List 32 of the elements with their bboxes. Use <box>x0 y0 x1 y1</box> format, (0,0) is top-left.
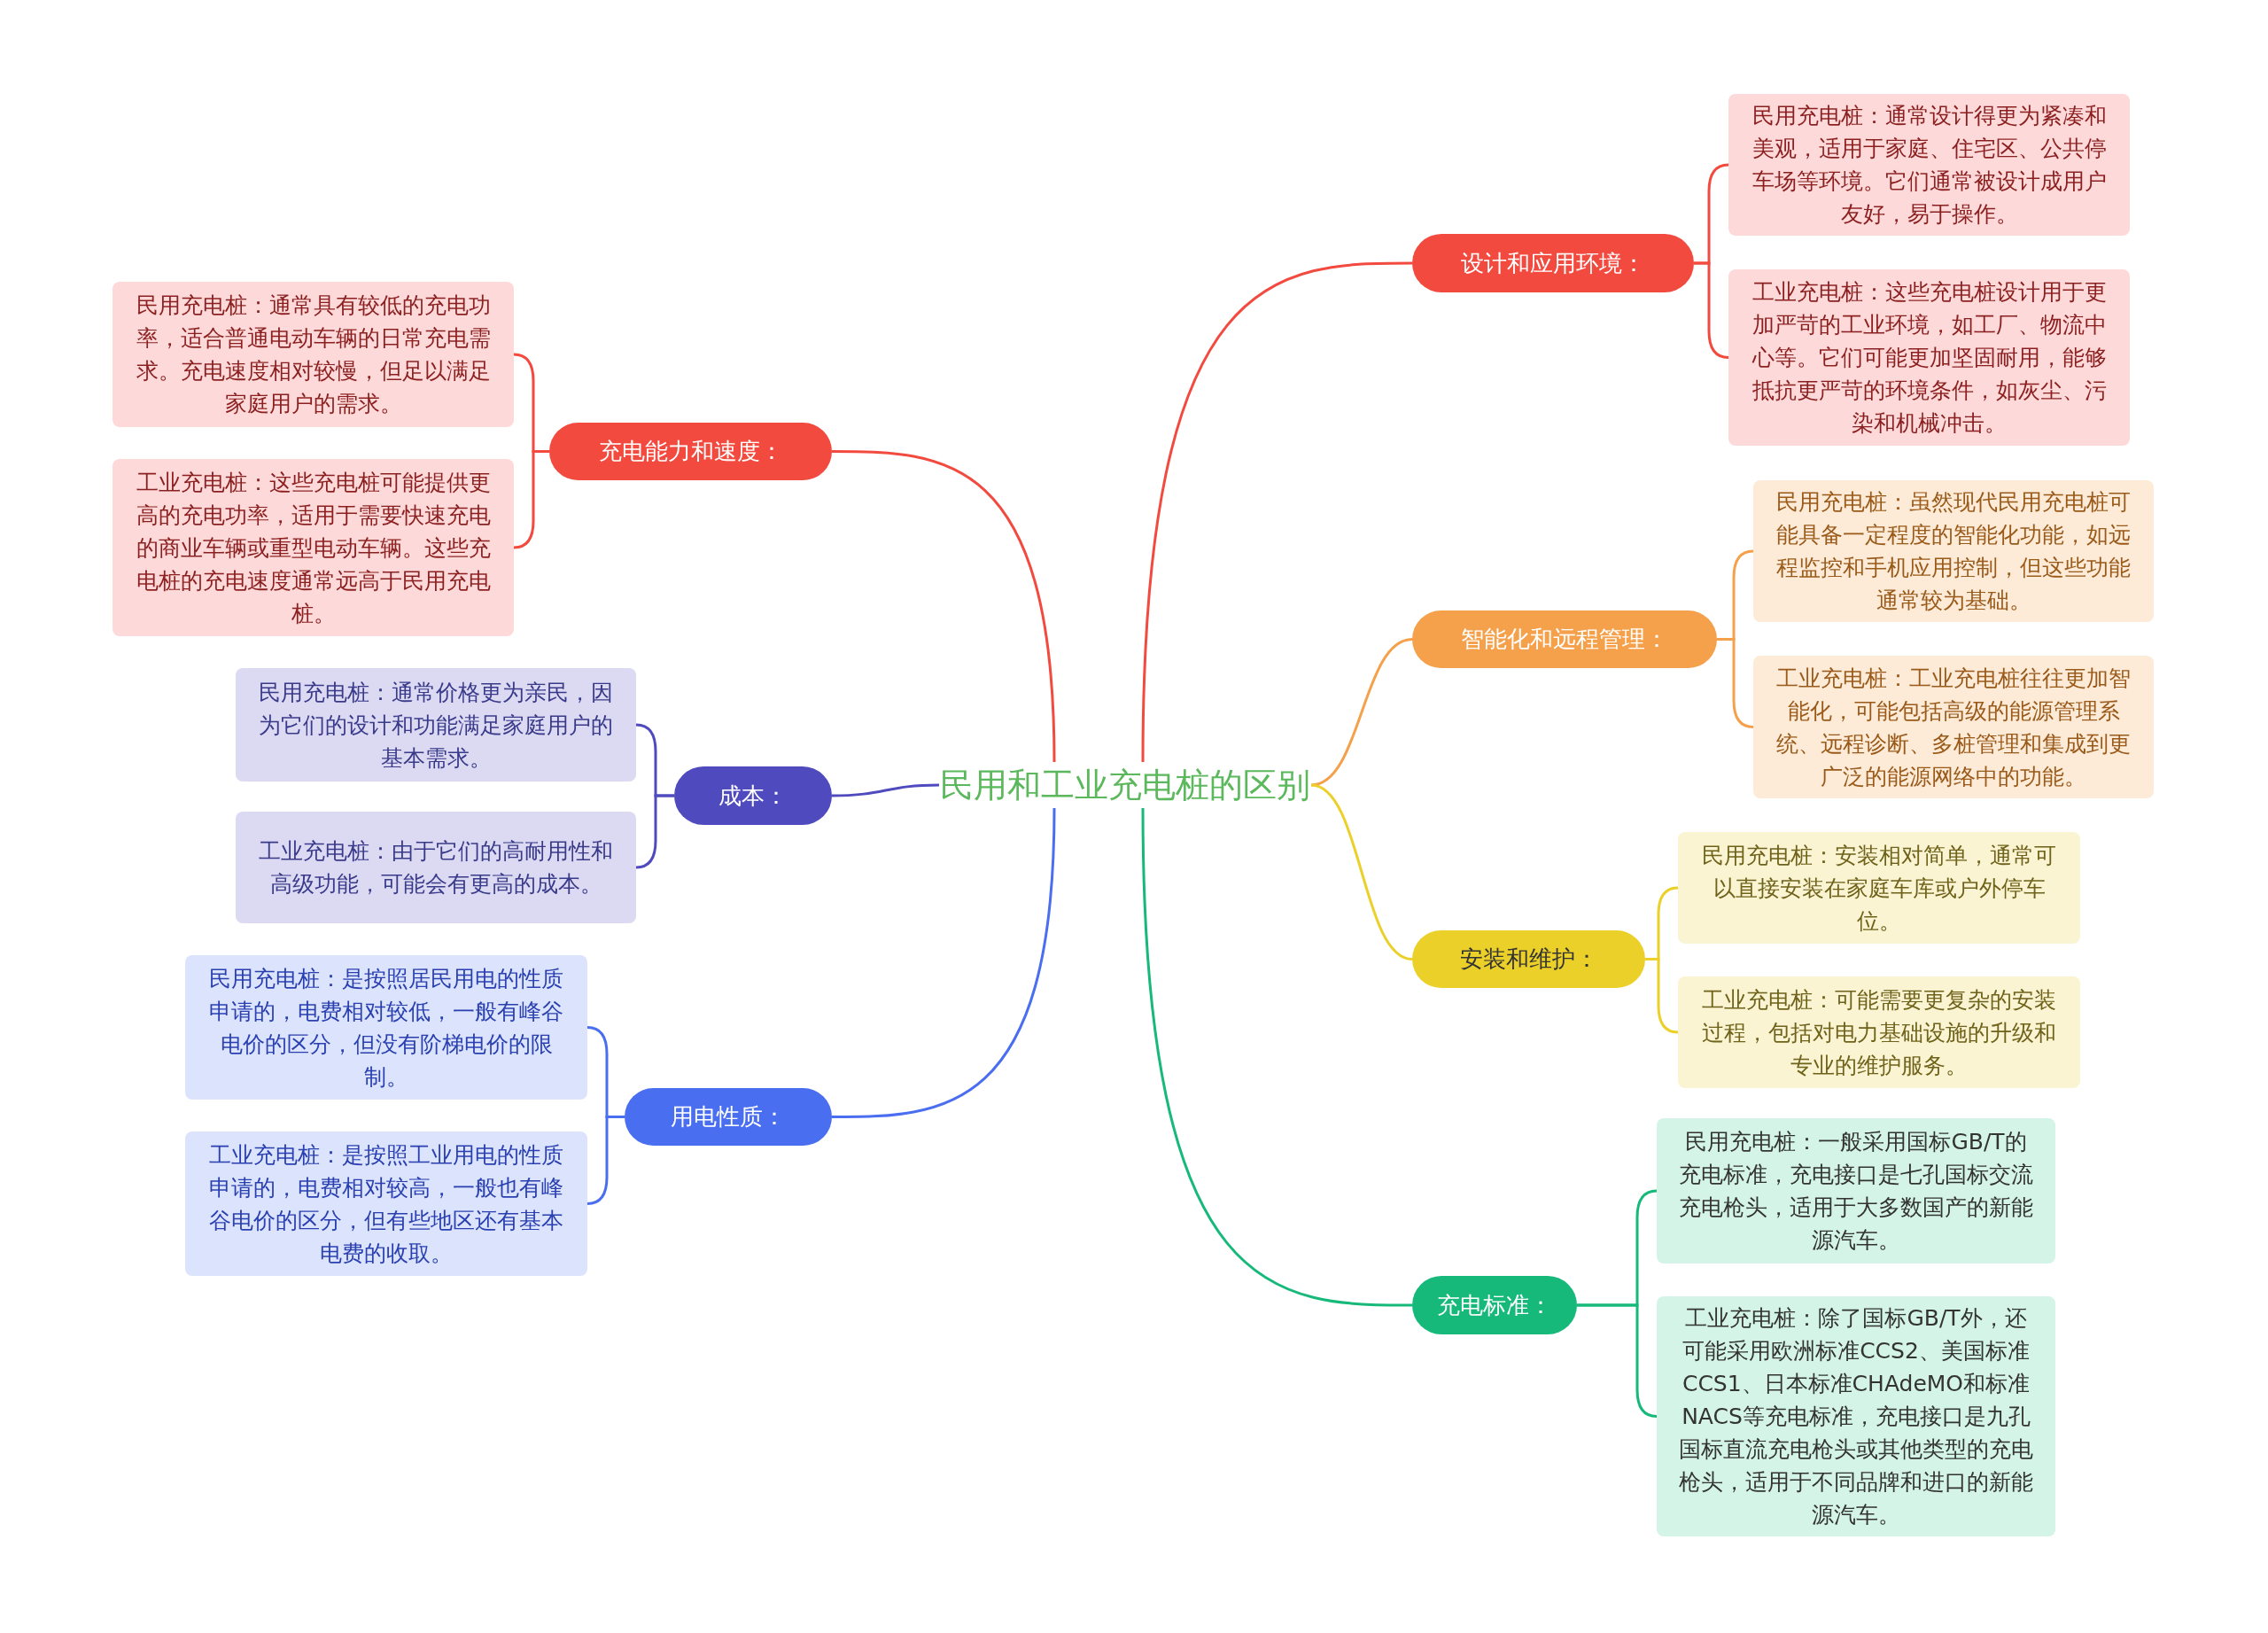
branch-topic: 用电性质： <box>625 1088 832 1146</box>
detail-card: 民用充电桩：虽然现代民用充电桩可能具备一定程度的智能化功能，如远程监控和手机应用控制，但这些功能通常较为基础。 <box>1753 480 2154 622</box>
branch-topic: 成本： <box>674 766 832 825</box>
detail-card: 工业充电桩：这些充电桩可能提供更高的充电功率，适用于需要快速充电的商业车辆或重型电动车辆。这些充电桩的充电速度通常远高于民用充电桩。 <box>113 459 514 636</box>
detail-card: 民用充电桩：通常设计得更为紧凑和美观，适用于家庭、住宅区、公共停车场等环境。它们通常被设计成用户友好，易于操作。 <box>1728 94 2130 236</box>
detail-card: 民用充电桩：通常具有较低的充电功率，适合普通电动车辆的日常充电需求。充电速度相对较慢，但足以满足家庭用户的需求。 <box>113 282 514 427</box>
detail-card: 民用充电桩：一般采用国标GB/T的充电标准，充电接口是七孔国标交流充电枪头，适用于大多数国产的新能源汽车。 <box>1657 1118 2055 1264</box>
detail-card: 民用充电桩：安装相对简单，通常可以直接安装在家庭车库或户外停车位。 <box>1678 832 2080 944</box>
detail-card: 工业充电桩：由于它们的高耐用性和高级功能，可能会有更高的成本。 <box>236 812 636 923</box>
connector-line <box>1141 261 1412 763</box>
connector-line <box>831 783 940 797</box>
connector-line <box>1717 638 1754 728</box>
connector-line <box>513 450 549 549</box>
connector-line <box>832 807 1056 1118</box>
branch-topic: 智能化和远程管理： <box>1412 610 1717 668</box>
detail-card: 工业充电桩：这些充电桩设计用于更加严苛的工业环境，如工厂、物流中心等。它们可能更加坚固耐用，能够抵抗更严苛的环境条件，如灰尘、污染和机械冲击。 <box>1728 269 2130 446</box>
connector-line <box>1310 638 1413 787</box>
connector-line <box>1141 807 1412 1307</box>
branch-topic: 安装和维护： <box>1412 930 1645 988</box>
detail-card: 工业充电桩：工业充电桩往往更加智能化，可能包括高级的能源管理系统、远程诊断、多桩管理和集成到更广泛的能源网络中的功能。 <box>1753 656 2154 798</box>
branch-topic: 充电标准： <box>1412 1276 1577 1334</box>
central-topic: 民用和工业充电桩的区别 <box>939 762 1311 808</box>
connector-line <box>832 450 1056 763</box>
detail-card: 民用充电桩：通常价格更为亲民，因为它们的设计和功能满足家庭用户的基本需求。 <box>236 668 636 782</box>
detail-card: 工业充电桩：可能需要更复杂的安装过程，包括对电力基础设施的升级和专业的维护服务。 <box>1678 976 2080 1088</box>
connector-line <box>1310 783 1413 960</box>
detail-card: 工业充电桩：是按照工业用电的性质申请的，电费相对较高，一般也有峰谷电价的区分，但有些地区还有基本电费的收取。 <box>185 1131 587 1276</box>
branch-topic: 充电能力和速度： <box>549 423 832 480</box>
branch-topic: 设计和应用环境： <box>1412 234 1694 292</box>
connector-line <box>635 794 674 869</box>
detail-card: 民用充电桩：是按照居民用电的性质申请的，电费相对较低，一般有峰谷电价的区分，但没有阶梯电价的限制。 <box>185 955 587 1100</box>
detail-card: 工业充电桩：除了国标GB/T外，还可能采用欧洲标准CCS2、美国标准CCS1、日本标准CHAdeMO和标准NACS等充电标准，充电接口是九孔国标直流充电枪头或其他类型的充电枪头，适用于不同品牌和进口的新能源汽车。 <box>1657 1296 2055 1536</box>
